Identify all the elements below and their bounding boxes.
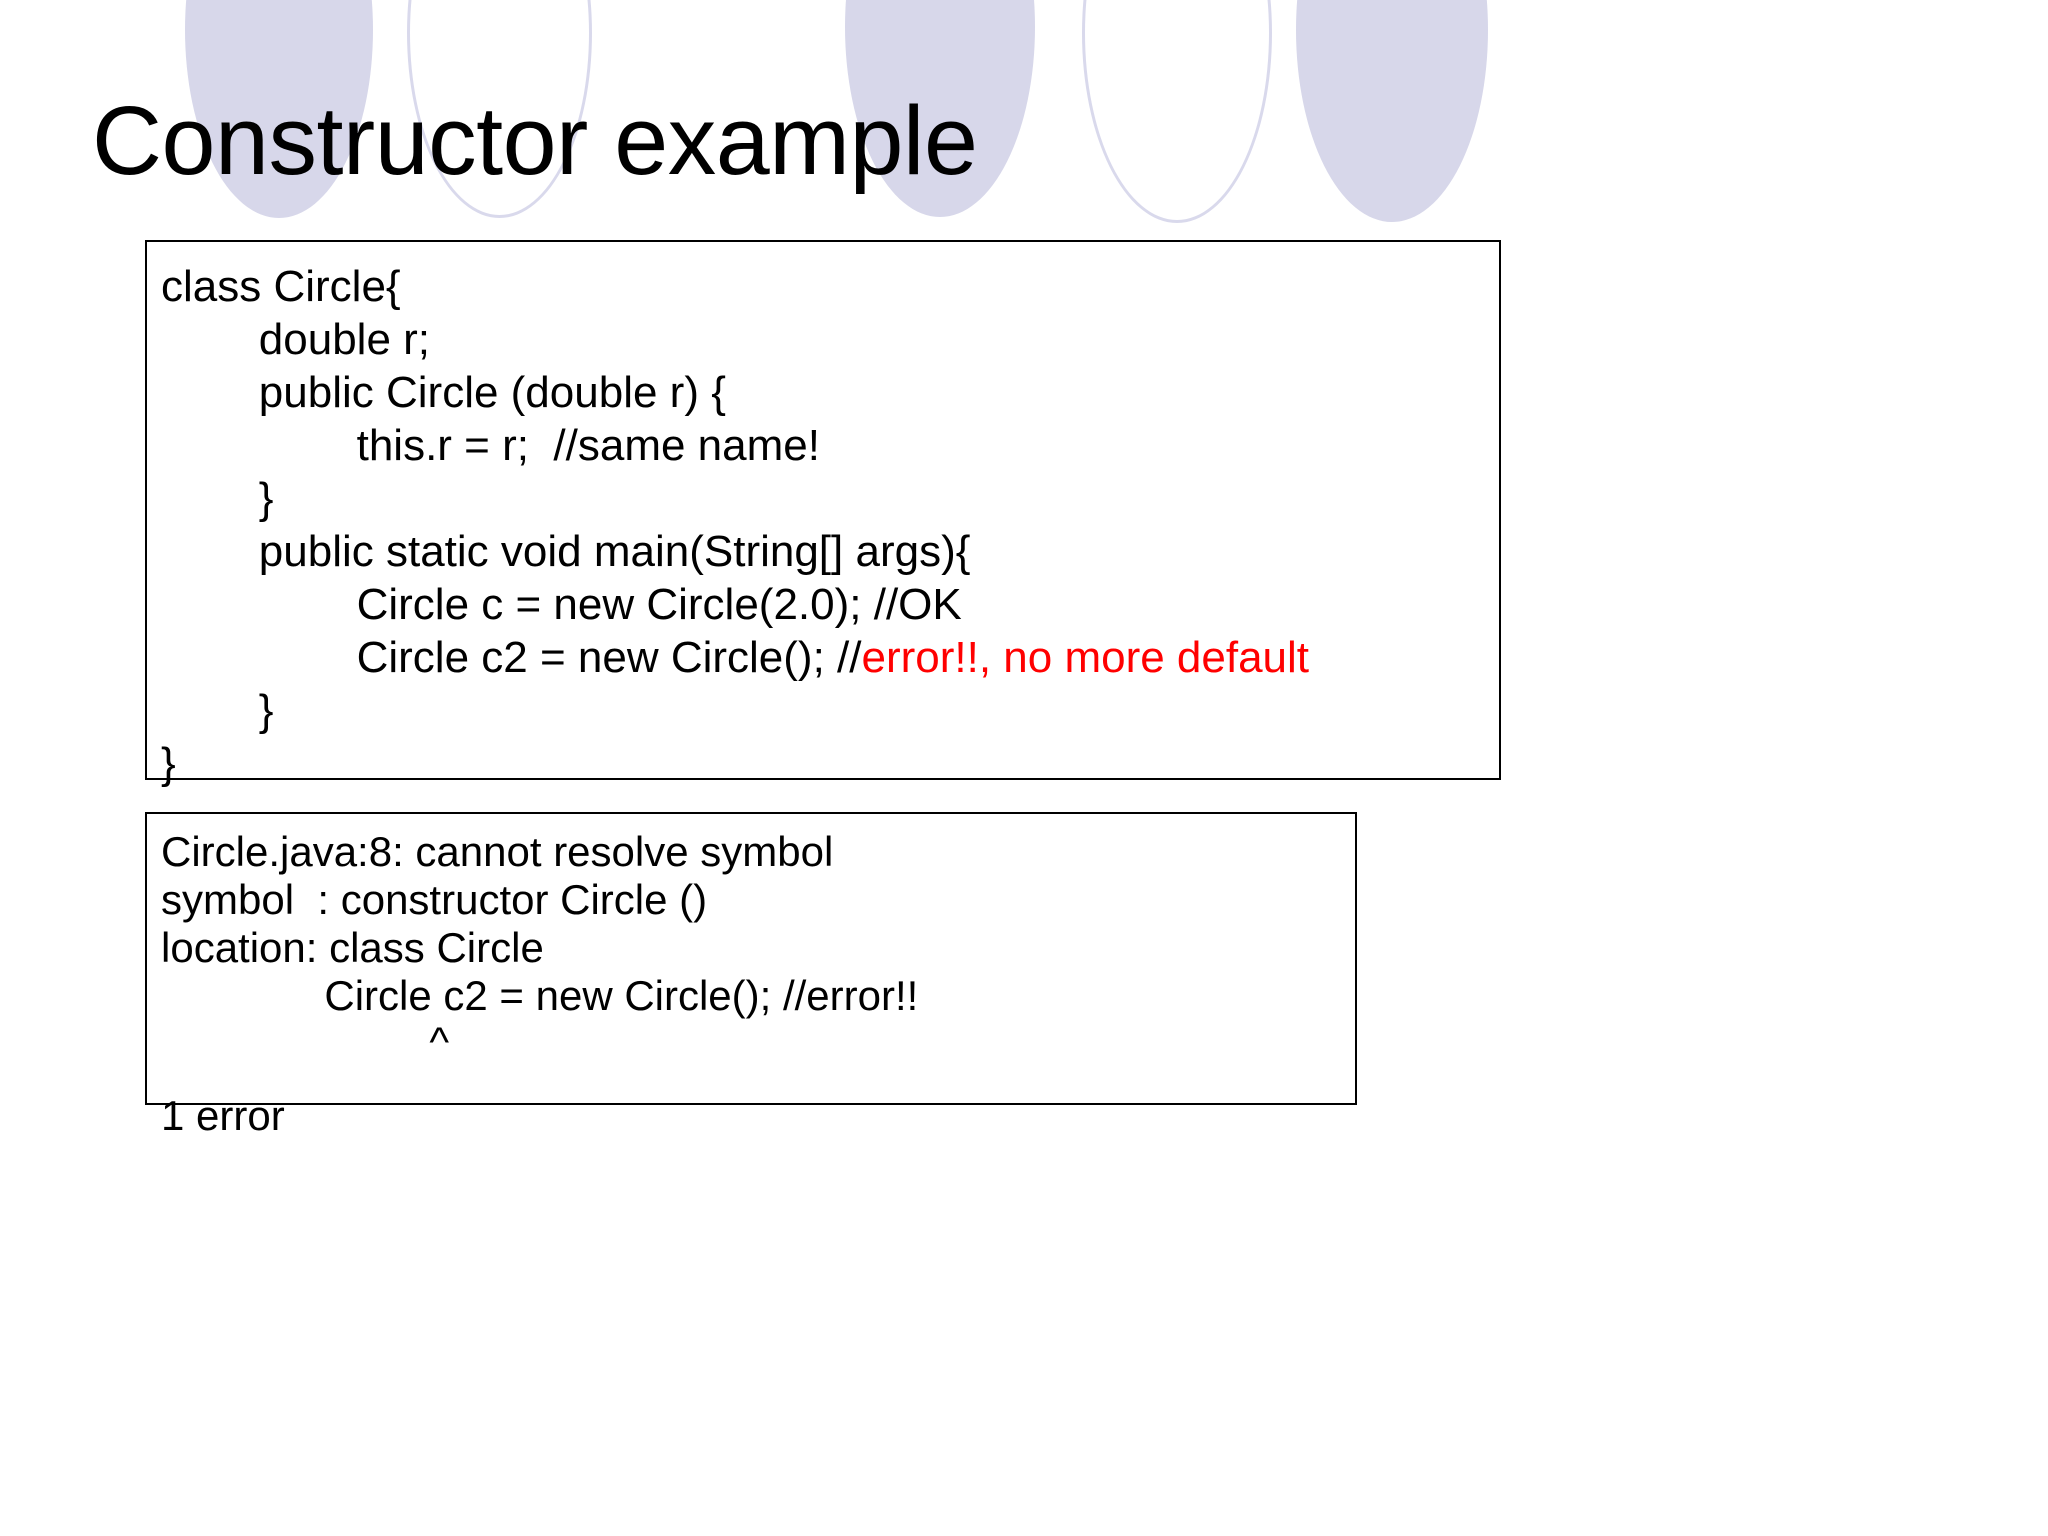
decor-circle-4-icon [1082,0,1272,223]
code-line-text: } [161,474,274,523]
page-title: Constructor example [92,86,978,195]
code-line: } [161,684,1499,737]
code-snippet-box: class Circle{ double r; public Circle (d… [145,240,1501,788]
code-line-text: public static void main(String[] args){ [161,527,971,576]
compiler-output-line: 1 error [161,1092,285,1139]
compiler-output-line: Circle c2 = new Circle(); //error!! [161,972,919,1019]
code-line: } [161,472,1499,525]
code-line: } [161,737,1499,790]
compiler-output-line: location: class Circle [161,924,544,971]
code-line-text: } [161,739,176,788]
compiler-output-line: symbol : constructor Circle () [161,876,708,923]
code-line-text: class Circle{ [161,262,401,311]
code-snippet-lines: class Circle{ double r; public Circle (d… [161,260,1499,790]
code-line-text: public Circle (double r) { [161,368,726,417]
code-line-text: double r; [161,315,431,364]
decor-circle-5-icon [1296,0,1488,222]
code-line: Circle c = new Circle(2.0); //OK [161,578,1499,631]
code-line: public Circle (double r) { [161,366,1499,419]
compiler-output-line: ^ [161,1018,450,1065]
code-line: public static void main(String[] args){ [161,525,1499,578]
code-line-text: Circle c = new Circle(2.0); //OK [161,580,962,629]
code-line: class Circle{ [161,260,1499,313]
code-line: this.r = r; //same name! [161,419,1499,472]
compiler-output-line [161,1064,1355,1092]
code-line-text: this.r = r; //same name! [161,421,820,470]
code-line: double r; [161,313,1499,366]
compiler-output-line: Circle.java:8: cannot resolve symbol [161,828,834,875]
code-line-error-comment: error!!, no more default [861,633,1310,682]
code-line-text: Circle c2 = new Circle(); // [161,633,862,682]
code-line-text: } [161,686,274,735]
code-line: Circle c2 = new Circle(); //error!!, no … [161,631,1499,684]
